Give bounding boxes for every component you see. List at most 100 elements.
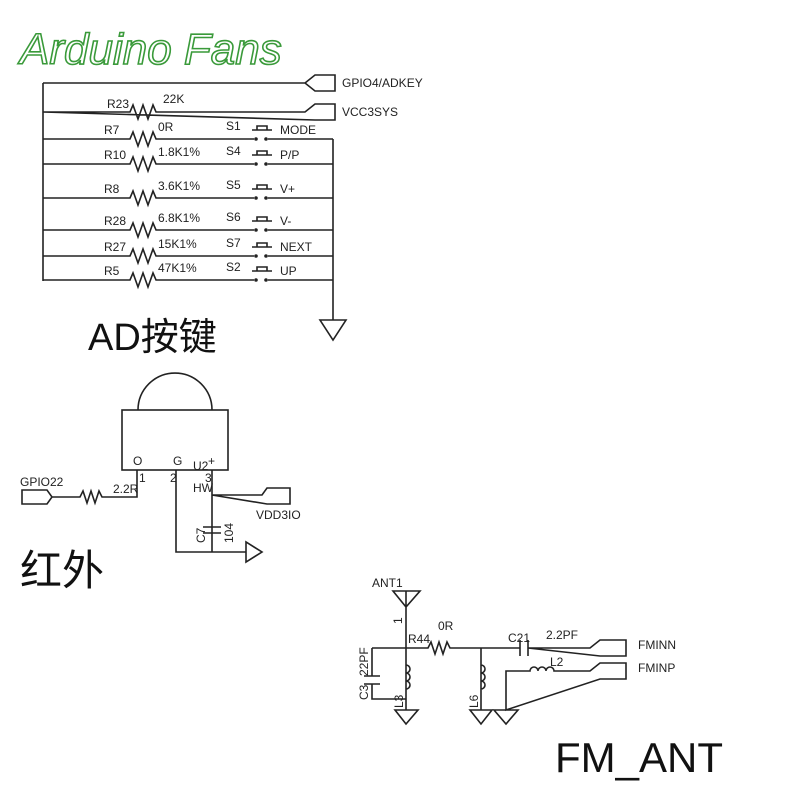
c3-ref: C3 [357,684,371,700]
ir-title: 红外 [20,547,104,594]
ir-part: HW [193,481,214,495]
l2-inductor [492,662,627,726]
switch-ref: S1 [226,119,241,133]
r23-ref: R23 [107,97,129,111]
switch-ref: S7 [226,236,241,250]
adkey-row: R7 0R S1 MODE [43,119,333,149]
net-fminn: FMINN [638,638,676,652]
net-fminp: FMINP [638,661,675,675]
c7-capacitor [203,526,221,534]
net-gpio22: GPIO22 [20,475,64,489]
l3-inductor [405,664,411,690]
c21-value: 2.2PF [546,628,578,642]
switch-ref: S4 [226,144,241,158]
adkey-row: R28 6.8K1% S6 V- [43,210,333,240]
resistor-switch-wire [43,216,333,240]
c21-capacitor [519,640,529,656]
pin-3: 3 [205,471,212,485]
ir-receiver-body [121,409,229,471]
adkey-circuit: GPIO4/ADKEY VCC3SYS R23 22K [42,74,423,342]
ir-ref: U2 [193,459,209,473]
resistor-ref: R7 [104,123,120,137]
adkey-row: R5 47K1% S2 UP [43,260,333,290]
l3-ref: L3 [392,694,406,708]
key-label: V- [280,214,291,228]
resistor-switch-wire [43,242,333,266]
net-gpio4-adkey: GPIO4/ADKEY [342,76,423,90]
resistor-switch-wire [43,125,333,149]
pin-2: 2 [170,471,177,485]
gpio22-wire [21,470,138,506]
switch-contact [254,162,258,166]
ground-symbol [393,709,420,726]
pin-plus: + [208,454,215,468]
switch-ref: S2 [226,260,241,274]
switch-ref: S6 [226,210,241,224]
c7-ref: C7 [194,527,208,543]
ant1-antenna [391,590,422,710]
c3-value: 22PF [357,647,371,676]
ir-receiver-circuit: GPIO22 2.2R O G + 1 2 3 U2 HW VDD3IO C7 … [20,372,301,564]
resistor-ref: R28 [104,214,126,228]
l2-ref: L2 [550,655,564,669]
key-label: NEXT [280,240,313,254]
logo: Arduino Fans [17,25,282,74]
resistor-value: 3.6K1% [158,179,200,193]
switch-contact [254,278,258,282]
switch-contact [254,228,258,232]
resistor-value: 6.8K1% [158,211,200,225]
r44-ref: R44 [408,632,430,646]
switch-contact [264,162,268,166]
resistor-switch-wire [43,150,333,174]
ir-power-wires [175,470,291,564]
r44-value: 0R [438,619,454,633]
ant1-ref: ANT1 [372,576,403,590]
r23-resistor [42,102,336,122]
l6-inductor [468,648,494,726]
net-vcc3sys: VCC3SYS [342,105,398,119]
switch-contact [264,228,268,232]
key-label: P/P [280,148,299,162]
gpio4-net-wire [42,74,336,281]
ir-resistor-value: 2.2R [113,482,139,496]
pin-1: 1 [139,471,146,485]
c21-ref: C21 [508,631,530,645]
net-vdd3io: VDD3IO [256,508,301,522]
resistor-ref: R27 [104,240,126,254]
key-label: V+ [280,182,295,196]
switch-ref: S5 [226,178,241,192]
resistor-ref: R5 [104,264,120,278]
resistor-value: 0R [158,120,174,134]
switch-contact [254,196,258,200]
resistor-value: 47K1% [158,261,197,275]
switch-contact [264,196,268,200]
ir-dome [137,372,213,411]
switch-contact [254,254,258,258]
pin-g: G [173,454,182,468]
key-label: MODE [280,123,316,137]
adkey-title: AD按键 [88,317,217,359]
switch-contact [264,278,268,282]
resistor-ref: R8 [104,182,120,196]
ground-symbol [318,139,348,342]
fm-antenna-circuit: ANT1 1 R44 0R 22PF C3 L3 L6 L2 C21 2.2PF… [357,576,676,726]
c7-value: 104 [222,523,236,543]
switch-contact [264,137,268,141]
r23-value: 22K [163,92,184,106]
switch-contact [264,254,268,258]
l6-ref: L6 [467,694,481,708]
resistor-switch-wire [43,184,333,208]
adkey-row: R8 3.6K1% S5 V+ [43,178,333,208]
resistor-ref: R10 [104,148,126,162]
pin-o: O [133,454,142,468]
switch-contact [254,137,258,141]
resistor-switch-wire [43,266,333,290]
key-label: UP [280,264,297,278]
fm-title: FM_ANT [555,734,723,781]
fm-signal-wire [372,639,627,657]
